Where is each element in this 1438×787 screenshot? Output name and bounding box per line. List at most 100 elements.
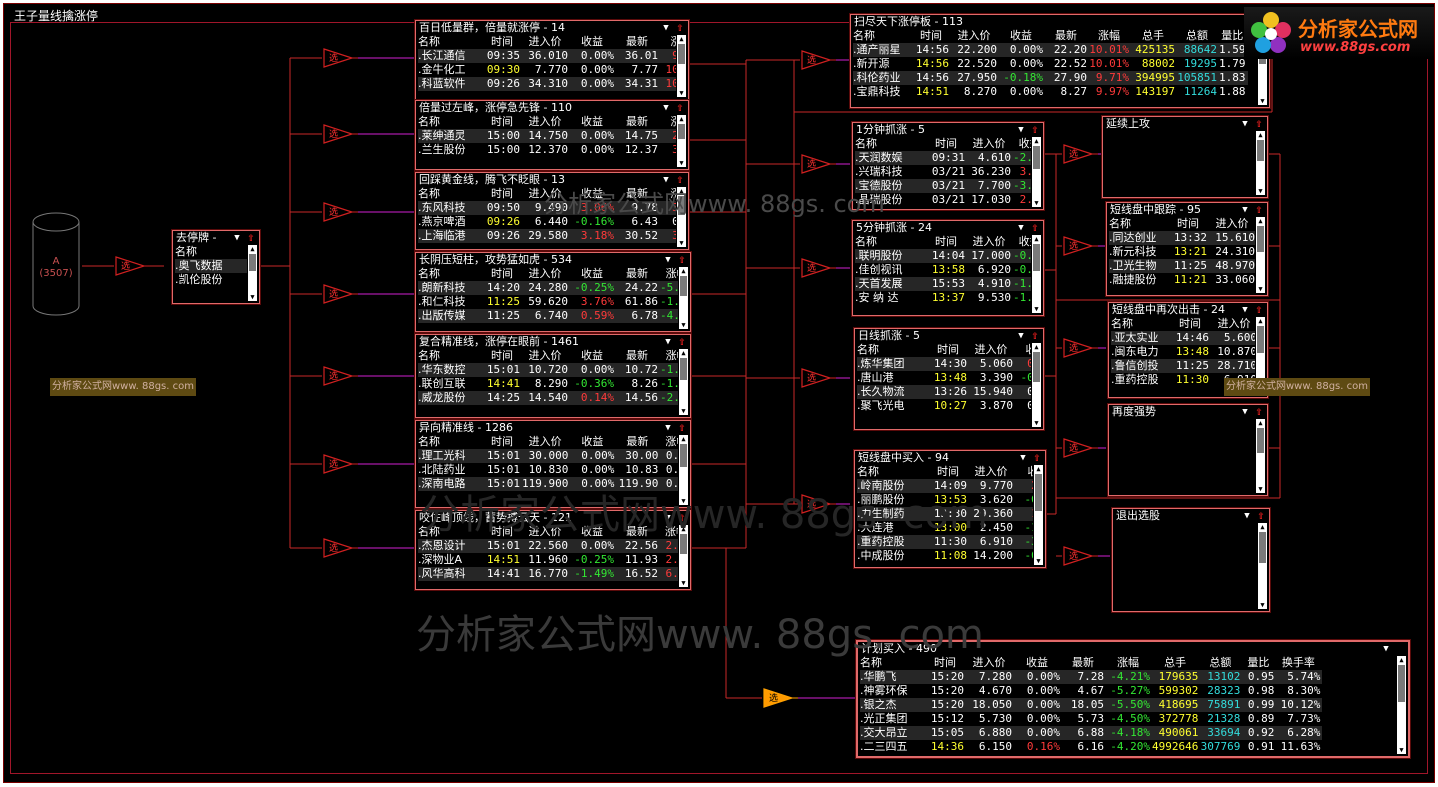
select-node[interactable]: 选 xyxy=(1062,235,1098,257)
scrollbar[interactable]: ▲▼ xyxy=(1032,343,1041,427)
select-node[interactable]: 选 xyxy=(114,255,150,277)
dropdown-icon[interactable]: ▼ xyxy=(665,423,671,433)
scroll-thumb[interactable] xyxy=(678,44,685,64)
scroll-down-icon[interactable]: ▼ xyxy=(1258,187,1263,195)
panel-p5[interactable]: 复合精准线，涨停在眼前 - 1461▼⇧名称时间进入价收益最新涨幅.华东数控15… xyxy=(415,334,691,418)
column-header[interactable]: 收益 xyxy=(1010,29,1032,42)
column-header[interactable]: 总额 xyxy=(1209,656,1232,669)
column-header[interactable]: 收 xyxy=(1015,343,1032,357)
dropdown-icon[interactable]: ▼ xyxy=(1242,305,1248,315)
panel-r5[interactable]: 退出选股▼⇧▲▼ xyxy=(1112,508,1270,612)
select-node[interactable]: 选 xyxy=(1062,437,1098,459)
scroll-up-icon[interactable]: ▲ xyxy=(681,435,686,443)
column-header[interactable]: 收益 xyxy=(581,525,603,538)
scroll-up-icon[interactable]: ▲ xyxy=(1034,235,1039,243)
move-up-icon[interactable]: ⇧ xyxy=(1257,508,1265,522)
column-header[interactable]: 最新 xyxy=(626,435,649,448)
column-header[interactable]: 涨幅 xyxy=(1117,656,1139,669)
panel-q5[interactable]: 短线盘中买入 - 94▼⇧名称时间进入价收.岭南股份14:099.7702.5.… xyxy=(854,450,1046,568)
dropdown-icon[interactable]: ▼ xyxy=(665,337,671,347)
column-header[interactable]: 时间 xyxy=(491,435,513,448)
column-header[interactable]: 进入价 xyxy=(972,235,1006,248)
table-row[interactable]: .奥飞数据 xyxy=(175,259,247,273)
scroll-up-icon[interactable]: ▲ xyxy=(681,349,686,357)
column-header[interactable]: 时间 xyxy=(491,525,513,538)
scroll-up-icon[interactable]: ▲ xyxy=(1258,217,1263,225)
column-header[interactable]: 名称 xyxy=(418,525,440,538)
scroll-down-icon[interactable]: ▼ xyxy=(1258,285,1263,293)
panel-p7[interactable]: 咬住峰顶线，蓄势搏云天 - 121▼⇧名称时间进入价收益最新涨幅.杰恩设计15:… xyxy=(415,510,691,590)
select-node[interactable]: 选 xyxy=(322,537,358,559)
column-header[interactable]: 名称 xyxy=(418,115,440,128)
column-header[interactable]: 涨幅 xyxy=(665,349,678,362)
move-up-icon[interactable]: ⇧ xyxy=(676,100,684,114)
panel-q4[interactable]: 日线抓涨 - 5▼⇧名称时间进入价收.炼华集团14:305.0600.4.唐山港… xyxy=(854,328,1044,430)
column-header[interactable]: 时间 xyxy=(935,137,957,150)
scroll-thumb[interactable] xyxy=(1033,352,1040,382)
column-header[interactable]: 总额 xyxy=(1186,29,1208,42)
scroll-down-icon[interactable]: ▼ xyxy=(679,89,684,97)
select-node-orange[interactable]: 选 xyxy=(762,687,798,709)
select-node[interactable]: 选 xyxy=(322,283,358,305)
scrollbar[interactable]: ▲▼ xyxy=(248,245,257,301)
panel-p6[interactable]: 异向精准线 - 1286▼⇧名称时间进入价收益最新涨幅.理工光科15:0130.… xyxy=(415,420,691,508)
panel-p4[interactable]: 长阴压短柱，攻势猛如虎 - 534▼⇧名称时间进入价收益最新涨幅.朗新科技14:… xyxy=(415,252,691,332)
dropdown-icon[interactable]: ▼ xyxy=(1018,331,1024,341)
scroll-up-icon[interactable]: ▲ xyxy=(250,245,255,253)
scroll-down-icon[interactable]: ▼ xyxy=(1036,557,1041,565)
move-up-icon[interactable]: ⇧ xyxy=(1033,450,1041,464)
scroll-thumb[interactable] xyxy=(678,196,685,215)
scroll-thumb[interactable] xyxy=(1259,532,1266,563)
scroll-down-icon[interactable]: ▼ xyxy=(681,497,686,505)
scroll-down-icon[interactable]: ▼ xyxy=(1034,305,1039,313)
column-header[interactable]: 进入价 xyxy=(528,267,562,280)
column-header[interactable]: 换手率 xyxy=(1281,656,1315,669)
column-header[interactable]: 涨 xyxy=(660,35,677,49)
column-header[interactable]: 名称 xyxy=(418,349,440,362)
column-header[interactable]: 涨 xyxy=(660,187,677,201)
scroll-thumb[interactable] xyxy=(1257,428,1264,454)
column-header[interactable]: 时间 xyxy=(920,29,942,42)
column-header[interactable]: 名称 xyxy=(175,245,197,258)
column-header[interactable]: 时间 xyxy=(491,115,513,128)
column-header[interactable]: 名称 xyxy=(857,343,879,356)
move-up-icon[interactable]: ⇧ xyxy=(1255,302,1263,316)
move-up-icon[interactable]: ⇧ xyxy=(1031,122,1039,136)
dropdown-icon[interactable]: ▼ xyxy=(1242,119,1248,129)
column-header[interactable]: 进入价 xyxy=(528,187,562,200)
select-node[interactable]: 选 xyxy=(322,365,358,387)
column-header[interactable]: 收益 xyxy=(1018,137,1031,150)
scroll-thumb[interactable] xyxy=(1257,140,1264,161)
dropdown-icon[interactable]: ▼ xyxy=(1018,125,1024,135)
scroll-thumb[interactable] xyxy=(680,444,687,468)
column-header[interactable]: 名称 xyxy=(1109,217,1131,230)
scrollbar[interactable]: ▲▼ xyxy=(677,115,686,167)
column-header[interactable]: 总手 xyxy=(1164,656,1187,669)
scroll-thumb[interactable] xyxy=(1035,474,1042,511)
select-node[interactable]: 选 xyxy=(1062,143,1098,165)
column-header[interactable]: 进入价 xyxy=(1215,217,1249,230)
column-header[interactable]: 时间 xyxy=(1179,317,1201,330)
scroll-up-icon[interactable]: ▲ xyxy=(1258,317,1263,325)
